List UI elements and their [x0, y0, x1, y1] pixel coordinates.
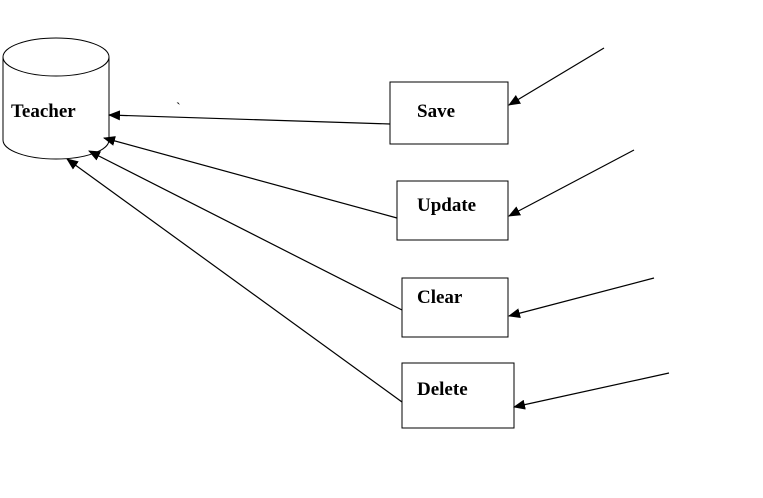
clear-incoming-arrow [508, 277, 655, 319]
action-update: Update [396, 180, 509, 241]
delete-incoming-arrow [513, 372, 670, 410]
stray-tick-mark: ` [176, 101, 181, 116]
save-incoming-arrow [508, 47, 605, 106]
delete-box [401, 362, 515, 429]
clear-box [401, 277, 509, 338]
update-incoming-arrow [508, 149, 635, 217]
save-label: Save [417, 101, 455, 122]
delete-to-teacher-arrow [66, 158, 403, 403]
clear-to-teacher-arrow [88, 150, 403, 311]
save-box [389, 81, 509, 145]
clear-label: Clear [417, 287, 463, 308]
action-delete: Delete [401, 362, 515, 429]
delete-label: Delete [417, 379, 468, 400]
teacher-datastore: Teacher [2, 37, 110, 160]
teacher-label: Teacher [11, 101, 76, 122]
database-cylinder-icon [2, 37, 110, 160]
update-label: Update [417, 195, 476, 216]
cylinder-top-rim [2, 56, 110, 77]
update-box [396, 180, 509, 241]
action-clear: Clear [401, 277, 509, 338]
action-save: Save [389, 81, 509, 145]
update-to-teacher-arrow [103, 136, 398, 219]
save-to-teacher-arrow [108, 110, 391, 125]
